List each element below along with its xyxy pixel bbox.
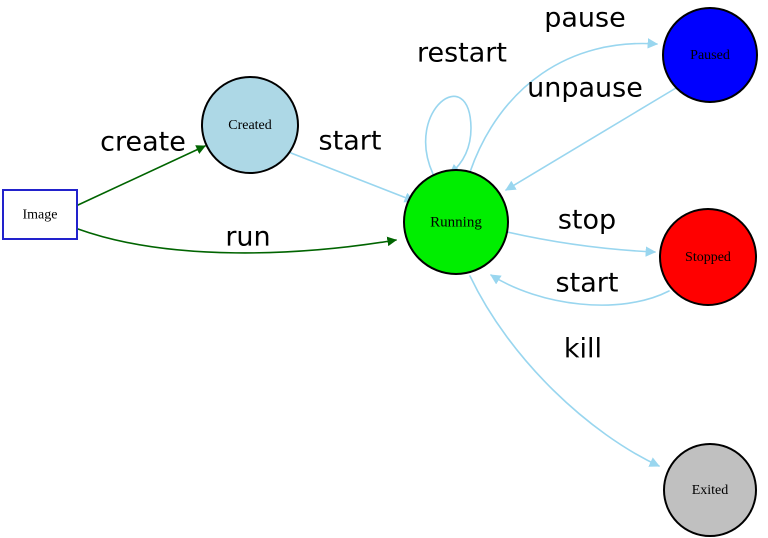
node-shape-running <box>403 169 509 275</box>
edge-label-start-created: start <box>319 126 382 157</box>
edge-labels-layer: create run start restart pause unpause stop sta… <box>100 3 643 365</box>
edge-label-unpause: unpause <box>527 73 643 104</box>
node-label-paused: Paused <box>690 48 730 63</box>
node-label-running: Running <box>430 214 482 230</box>
node-shape-exited <box>663 443 757 537</box>
node-shape-stopped <box>659 208 757 306</box>
node-label-exited: Exited <box>692 483 729 498</box>
node-shape-image <box>2 189 78 240</box>
edge-start-stopped[interactable] <box>490 274 670 306</box>
edge-label-start-stopped: start <box>556 268 619 299</box>
edge-restart[interactable] <box>424 95 472 175</box>
edge-label-restart: restart <box>417 38 507 69</box>
edges-layer <box>77 38 677 467</box>
node-paused[interactable]: Paused <box>662 7 758 103</box>
edge-pause[interactable] <box>469 38 659 173</box>
edge-label-pause: pause <box>544 3 625 34</box>
edge-unpause[interactable] <box>505 87 677 191</box>
edge-label-create: create <box>100 127 186 158</box>
node-image[interactable]: Image <box>2 189 78 240</box>
edge-create[interactable] <box>77 145 206 206</box>
edge-label-run: run <box>225 222 270 253</box>
edge-run[interactable] <box>77 228 397 254</box>
node-shape-paused <box>662 7 758 103</box>
node-stopped[interactable]: Stopped <box>659 208 757 306</box>
node-label-image: Image <box>23 208 58 223</box>
edge-start-created[interactable] <box>290 152 415 203</box>
node-created[interactable]: Created <box>201 76 299 174</box>
edge-kill[interactable] <box>469 275 660 467</box>
node-label-stopped: Stopped <box>685 250 731 265</box>
node-running[interactable]: Running <box>403 169 509 275</box>
edge-label-kill: kill <box>564 334 602 365</box>
node-label-created: Created <box>228 118 272 133</box>
node-exited[interactable]: Exited <box>663 443 757 537</box>
edge-stop[interactable] <box>506 231 657 257</box>
edge-label-stop: stop <box>558 205 616 236</box>
node-shape-created <box>201 76 299 174</box>
